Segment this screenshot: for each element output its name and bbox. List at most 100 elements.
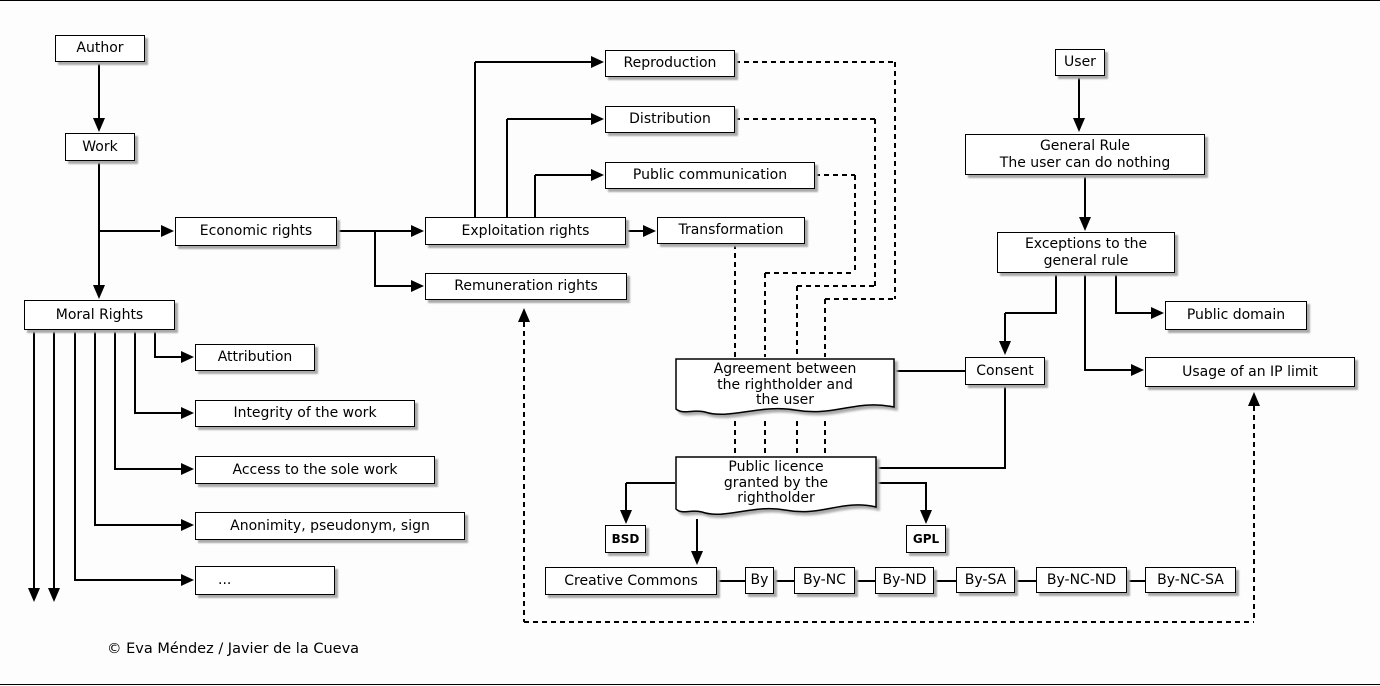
node-exploitation-rights: Exploitation rights xyxy=(425,217,626,245)
edge-line xyxy=(154,330,156,358)
node-public-domain: Public domain xyxy=(1165,301,1307,330)
edge-line-dashed xyxy=(797,285,875,287)
node-public-communication: Public communication xyxy=(605,162,815,189)
edge-line xyxy=(33,330,35,588)
edge-line xyxy=(134,330,136,414)
edge-line-dashed xyxy=(764,273,766,357)
node-reproduction: Reproduction xyxy=(605,50,735,77)
arrowhead xyxy=(643,225,656,237)
arrowhead xyxy=(1079,217,1091,231)
edge-line xyxy=(507,118,591,120)
edge-line xyxy=(475,61,591,63)
node-author: Author xyxy=(55,35,145,62)
edge-line xyxy=(934,580,956,582)
edge-line xyxy=(1115,273,1117,314)
node-agreement-document: Agreement between the rightholder and th… xyxy=(675,358,895,420)
edge-line xyxy=(626,482,675,484)
edge-line xyxy=(855,580,875,582)
edge-line xyxy=(925,483,927,511)
node-remuneration-rights: Remuneration rights xyxy=(425,273,627,300)
edge-line xyxy=(1084,273,1086,371)
node-integrity-of-the-work: Integrity of the work xyxy=(195,400,415,427)
edge-line xyxy=(717,580,745,582)
edge-line-dashed xyxy=(815,174,855,176)
edge-line xyxy=(1085,369,1131,371)
node-distribution: Distribution xyxy=(605,106,735,133)
node-attribution: Attribution xyxy=(195,344,315,371)
node-usage-ip-limit: Usage of an IP limit xyxy=(1145,357,1355,387)
edge-line-dashed xyxy=(764,421,766,456)
arrowhead xyxy=(411,280,424,292)
arrowhead xyxy=(920,510,932,524)
node-general-rule: General Rule The user can do nothing xyxy=(965,134,1205,175)
node-by: By xyxy=(745,567,774,594)
edge-line xyxy=(94,330,96,526)
edge-line xyxy=(115,468,181,470)
edge-line-dashed xyxy=(825,298,895,300)
node-creative-commons: Creative Commons xyxy=(545,567,717,595)
node-access-to-the-sole-work: Access to the sole work xyxy=(195,456,435,484)
edge-line xyxy=(1116,312,1151,314)
bottom-border-line xyxy=(0,684,1380,685)
public-licence-line2: granted by the xyxy=(723,474,829,491)
edge-line-dashed xyxy=(765,272,855,274)
edge-line-dashed xyxy=(735,118,875,120)
arrowhead xyxy=(181,351,194,363)
edge-line xyxy=(95,524,181,526)
edge-line-dashed xyxy=(796,286,798,357)
edge-line-dashed xyxy=(734,421,736,456)
node-consent: Consent xyxy=(965,357,1045,385)
exceptions-line2: general rule xyxy=(1043,252,1129,269)
edge-line xyxy=(1004,313,1006,342)
node-transformation: Transformation xyxy=(657,217,805,244)
arrowhead xyxy=(518,308,530,322)
node-gpl: GPL xyxy=(906,525,946,553)
arrowhead xyxy=(591,56,604,68)
edge-line xyxy=(1127,580,1145,582)
node-by-sa: By-SA xyxy=(956,567,1015,593)
edge-line-dashed xyxy=(824,299,826,357)
agreement-line3: the user xyxy=(756,392,814,408)
edge-line xyxy=(626,230,643,232)
edge-line-dashed xyxy=(796,421,798,456)
edge-line-dashed xyxy=(894,62,896,299)
edge-line xyxy=(74,330,76,581)
edge-line-dashed xyxy=(734,244,736,357)
arrowhead xyxy=(1073,118,1085,132)
node-by-nc-nd: By-NC-ND xyxy=(1036,567,1127,593)
general-rule-line2: The user can do nothing xyxy=(999,154,1171,171)
edge-line xyxy=(894,370,965,372)
edge-line xyxy=(1005,312,1057,314)
edge-line-dashed xyxy=(1253,406,1255,622)
edge-line-dashed xyxy=(524,621,1254,623)
node-moral-rights: Moral Rights xyxy=(24,300,175,330)
edge-line-dashed xyxy=(874,119,876,286)
edge-line xyxy=(877,482,927,484)
arrowhead xyxy=(591,113,604,125)
edge-line xyxy=(696,519,698,552)
arrowhead xyxy=(181,574,194,586)
arrowhead xyxy=(1151,307,1164,319)
edge-line xyxy=(1015,580,1036,582)
edge-line xyxy=(99,230,160,232)
edge-line xyxy=(774,580,794,582)
edge-line xyxy=(374,230,376,287)
edge-line xyxy=(506,119,508,217)
node-exceptions-general-rule: Exceptions to the general rule xyxy=(997,232,1175,273)
node-by-nd: By-ND xyxy=(875,567,934,594)
edge-line xyxy=(375,285,411,287)
arrowhead xyxy=(181,519,194,531)
node-bsd: BSD xyxy=(605,525,646,553)
edge-line xyxy=(1084,175,1086,218)
node-by-nc-sa: By-NC-SA xyxy=(1145,567,1236,593)
edge-line-dashed xyxy=(824,421,826,456)
arrowhead xyxy=(181,407,194,419)
edge-line xyxy=(98,161,100,286)
arrowhead xyxy=(999,341,1011,355)
arrowhead xyxy=(1131,364,1144,376)
edge-line-dashed xyxy=(523,322,525,622)
edge-line xyxy=(877,467,1006,469)
edge-line xyxy=(625,483,627,511)
arrowhead xyxy=(1248,392,1260,406)
